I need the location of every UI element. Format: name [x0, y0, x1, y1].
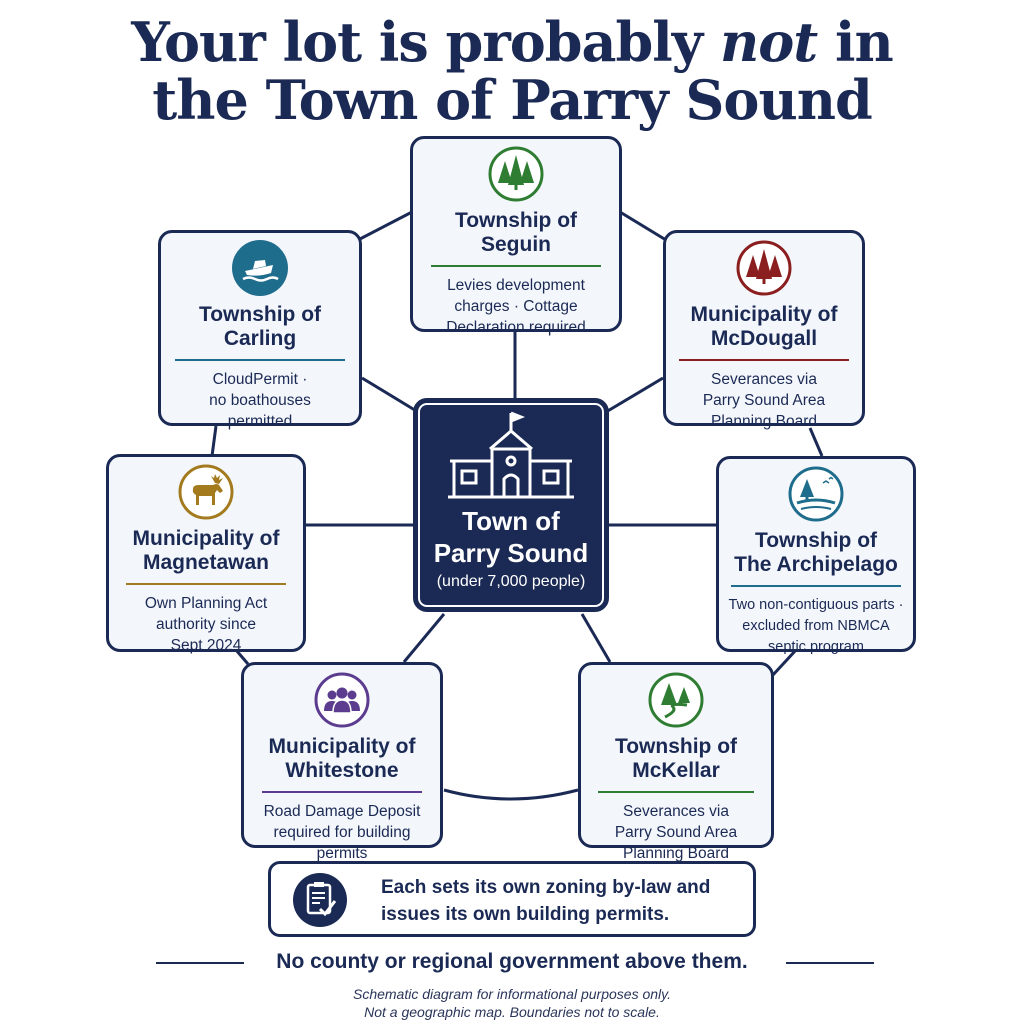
spoke-mckellar: [580, 613, 612, 663]
population-label: (under 7,000 people): [436, 573, 586, 590]
ring-seguin-mcdougall: [619, 210, 667, 242]
ring-carling-magnetawan: [210, 425, 218, 457]
trees-river-icon: [648, 672, 704, 728]
ring-magnetawan-whitestone: [234, 649, 250, 665]
footer-statement: No county or regional government above t…: [276, 950, 748, 973]
accent-rule: [431, 265, 601, 267]
moose-icon: [178, 464, 234, 520]
footer-rule-right: [786, 962, 874, 964]
pine-trees-icon: [736, 240, 792, 296]
footer-rule-left: [156, 962, 244, 964]
boat-icon: [232, 240, 288, 296]
island-icon: [788, 466, 844, 522]
card-description: Two non-contiguous parts ·excluded from …: [728, 597, 904, 655]
spoke-carling: [361, 376, 419, 414]
ring-whitestone-mckellar: [443, 788, 579, 801]
center-title-1: Town of: [462, 506, 560, 536]
town-hall-icon: [448, 411, 574, 499]
ring-carling-seguin: [357, 210, 413, 242]
title-emphasis: not: [719, 10, 818, 74]
disclaimer-line-2: Not a geographic map. Boundaries not to …: [364, 1004, 660, 1020]
disclaimer-line-1: Schematic diagram for informational purp…: [352, 986, 671, 1002]
spoke-mcdougall: [605, 376, 664, 414]
clipboard-check-icon: [293, 873, 347, 927]
page-title-line-1: Your lot is probably not in: [131, 10, 894, 74]
ring-mcdougall-archipelago: [808, 427, 824, 457]
note-line-1: Each sets its own zoning by-law and: [381, 877, 711, 898]
center-title-2: Parry Sound: [433, 538, 589, 568]
people-icon: [314, 672, 370, 728]
note-box: Each sets its own zoning by-law and issue…: [268, 861, 756, 937]
ring-archipelago-mckellar: [770, 648, 798, 678]
page-title-line-2: the Town of Parry Sound: [152, 68, 872, 132]
spoke-whitestone: [402, 613, 446, 663]
note-line-2: issues its own building permits.: [381, 904, 670, 925]
pine-trees-icon: [488, 146, 544, 202]
